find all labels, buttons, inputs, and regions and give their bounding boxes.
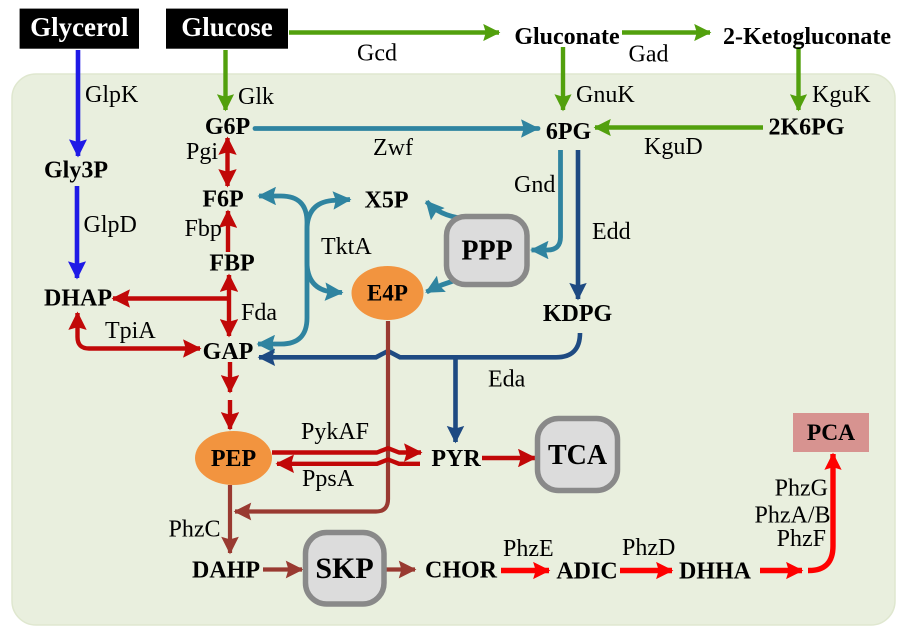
svg-text:PPP: PPP <box>461 236 512 267</box>
svg-text:TCA: TCA <box>548 440 608 471</box>
svg-text:GAP: GAP <box>203 339 254 365</box>
svg-text:Gly3P: Gly3P <box>44 158 108 184</box>
svg-text:Glk: Glk <box>238 84 274 110</box>
svg-text:PEP: PEP <box>211 446 256 472</box>
svg-text:X5P: X5P <box>365 188 409 214</box>
svg-text:SKP: SKP <box>315 552 373 585</box>
svg-text:PhzD: PhzD <box>622 535 675 561</box>
svg-text:GlpD: GlpD <box>84 212 137 238</box>
svg-text:F6P: F6P <box>202 187 243 213</box>
svg-text:Edd: Edd <box>592 219 631 245</box>
svg-text:KDPG: KDPG <box>543 301 613 327</box>
svg-text:FBP: FBP <box>209 251 254 277</box>
svg-text:2K6PG: 2K6PG <box>769 115 845 141</box>
svg-text:ADIC: ADIC <box>556 559 617 585</box>
svg-text:PhzG: PhzG <box>775 476 828 502</box>
svg-text:DHHA: DHHA <box>679 559 752 585</box>
svg-text:Zwf: Zwf <box>373 135 413 161</box>
svg-text:Gad: Gad <box>629 42 669 68</box>
svg-text:Gnd: Gnd <box>514 172 555 198</box>
svg-text:GlpK: GlpK <box>85 82 139 108</box>
svg-text:TpiA: TpiA <box>105 318 156 344</box>
svg-text:PCA: PCA <box>807 420 855 446</box>
svg-text:TktA: TktA <box>321 234 372 260</box>
svg-text:Gcd: Gcd <box>357 41 397 67</box>
svg-text:PYR: PYR <box>431 446 481 472</box>
svg-text:PpsA: PpsA <box>302 466 355 492</box>
svg-text:PhzA/B: PhzA/B <box>754 503 830 529</box>
svg-text:GnuK: GnuK <box>576 82 635 108</box>
svg-text:Glycerol: Glycerol <box>30 12 129 42</box>
svg-text:Gluconate: Gluconate <box>514 24 620 50</box>
svg-text:G6P: G6P <box>205 114 250 140</box>
svg-text:KguD: KguD <box>644 134 703 160</box>
svg-text:Eda: Eda <box>488 367 526 393</box>
svg-text:CHOR: CHOR <box>425 558 498 584</box>
svg-text:Glucose: Glucose <box>181 12 273 42</box>
svg-text:KguK: KguK <box>812 82 871 108</box>
svg-text:Fbp: Fbp <box>185 216 222 242</box>
svg-text:6PG: 6PG <box>546 119 592 145</box>
svg-text:DAHP: DAHP <box>192 558 260 584</box>
svg-text:Fda: Fda <box>241 300 277 326</box>
svg-text:PhzC: PhzC <box>169 517 221 543</box>
svg-text:E4P: E4P <box>367 281 408 306</box>
svg-text:PhzF: PhzF <box>777 526 826 552</box>
svg-text:PhzE: PhzE <box>503 536 554 562</box>
svg-text:DHAP: DHAP <box>44 286 112 312</box>
svg-text:2-Ketogluconate: 2-Ketogluconate <box>723 24 891 50</box>
svg-text:Pgi: Pgi <box>186 139 218 165</box>
svg-text:PykAF: PykAF <box>301 419 369 445</box>
